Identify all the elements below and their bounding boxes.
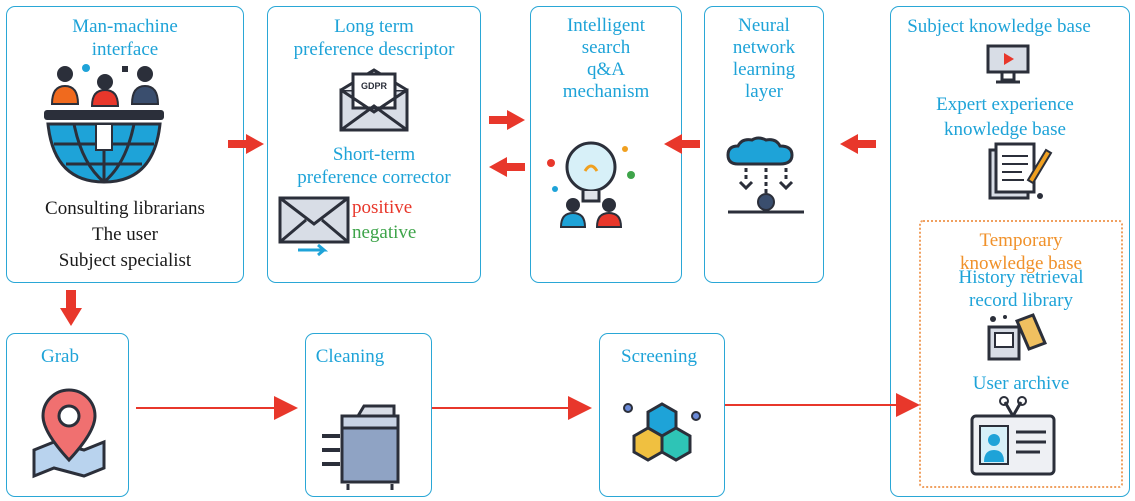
arrow-cleaning-to-screening [432, 396, 592, 420]
lightbulb-icon [547, 141, 635, 228]
monitor-icon [986, 44, 1030, 84]
expert-line2: knowledge base [944, 119, 1066, 140]
arrow-screening-to-archive [725, 393, 920, 417]
map-pin-icon [32, 388, 106, 479]
arrow-preference-to-search [489, 110, 525, 130]
negative-label: negative [352, 222, 417, 243]
id-card-icon [970, 396, 1056, 476]
neural-line3: learning [732, 59, 796, 80]
expert-line1: Expert experience [936, 94, 1074, 115]
neural-title: Neural network learning layer [704, 15, 824, 103]
history-retrieval-title: History retrieval record library [919, 266, 1123, 312]
email-icon: GDPR [339, 68, 409, 132]
interface-roles: Consulting librarians The user Subject s… [6, 196, 244, 274]
document-icon [988, 142, 1053, 200]
interface-title-line2: interface [91, 39, 159, 60]
temporary-knowledge-area [919, 220, 1123, 488]
cloud-network-icon [726, 136, 804, 214]
subject-knowledge-title: Subject knowledge base [907, 16, 1091, 37]
expert-knowledge-title: Expert experience knowledge base [890, 92, 1120, 142]
search-line4: mechanism [562, 81, 650, 102]
search-title: Intelligent search q&A mechanism [530, 15, 682, 103]
temp-line1: Temporary [979, 230, 1063, 251]
role-user: The user [92, 224, 158, 245]
arrow-interface-to-grab [60, 290, 82, 326]
screening-label: Screening [621, 346, 697, 367]
arrow-interface-to-preference [228, 134, 264, 154]
arrow-grab-to-cleaning [136, 396, 298, 420]
role-subject-specialist: Subject specialist [58, 250, 192, 271]
cubes-icon [623, 402, 701, 462]
interface-title-line1: Man-machine [72, 16, 178, 37]
short-term-title: Short-term preference corrector [267, 143, 481, 189]
arrow-search-to-preference [489, 157, 525, 177]
neural-line2: network [732, 37, 796, 58]
role-consulting-librarians: Consulting librarians [45, 198, 205, 219]
history-line1: History retrieval [958, 267, 1084, 288]
users-icon [50, 64, 160, 107]
short-term-line2: preference corrector [297, 167, 451, 188]
temporary-knowledge-title: Temporary knowledge base [919, 229, 1123, 275]
arrow-knowledge-to-neural [840, 134, 876, 154]
search-line1: Intelligent [566, 15, 646, 36]
envelope-icon [278, 196, 350, 257]
grab-label: Grab [41, 346, 79, 367]
long-term-line1: Long term [334, 16, 414, 37]
temp-line2: knowledge base [960, 253, 1082, 274]
cleaning-label: Cleaning [315, 346, 385, 367]
printer-icon [322, 404, 400, 490]
intelligent-search-box [530, 6, 682, 283]
search-line3: q&A [587, 59, 625, 80]
photo-icon [987, 313, 1047, 361]
history-line2: record library [969, 290, 1073, 311]
gdpr-stamp: GDPR [361, 81, 388, 91]
neural-line1: Neural [738, 15, 790, 36]
search-line2: search [581, 37, 631, 58]
short-term-line1: Short-term [332, 144, 416, 165]
interface-title: Man-machine interface [6, 15, 244, 61]
globe-icon [44, 110, 164, 184]
positive-label: positive [352, 197, 413, 218]
arrow-neural-to-search [664, 134, 700, 154]
neural-line4: layer [745, 81, 783, 102]
long-term-line2: preference descriptor [293, 39, 455, 60]
long-term-title: Long term preference descriptor [267, 15, 481, 61]
user-archive-title: User archive [972, 373, 1070, 394]
